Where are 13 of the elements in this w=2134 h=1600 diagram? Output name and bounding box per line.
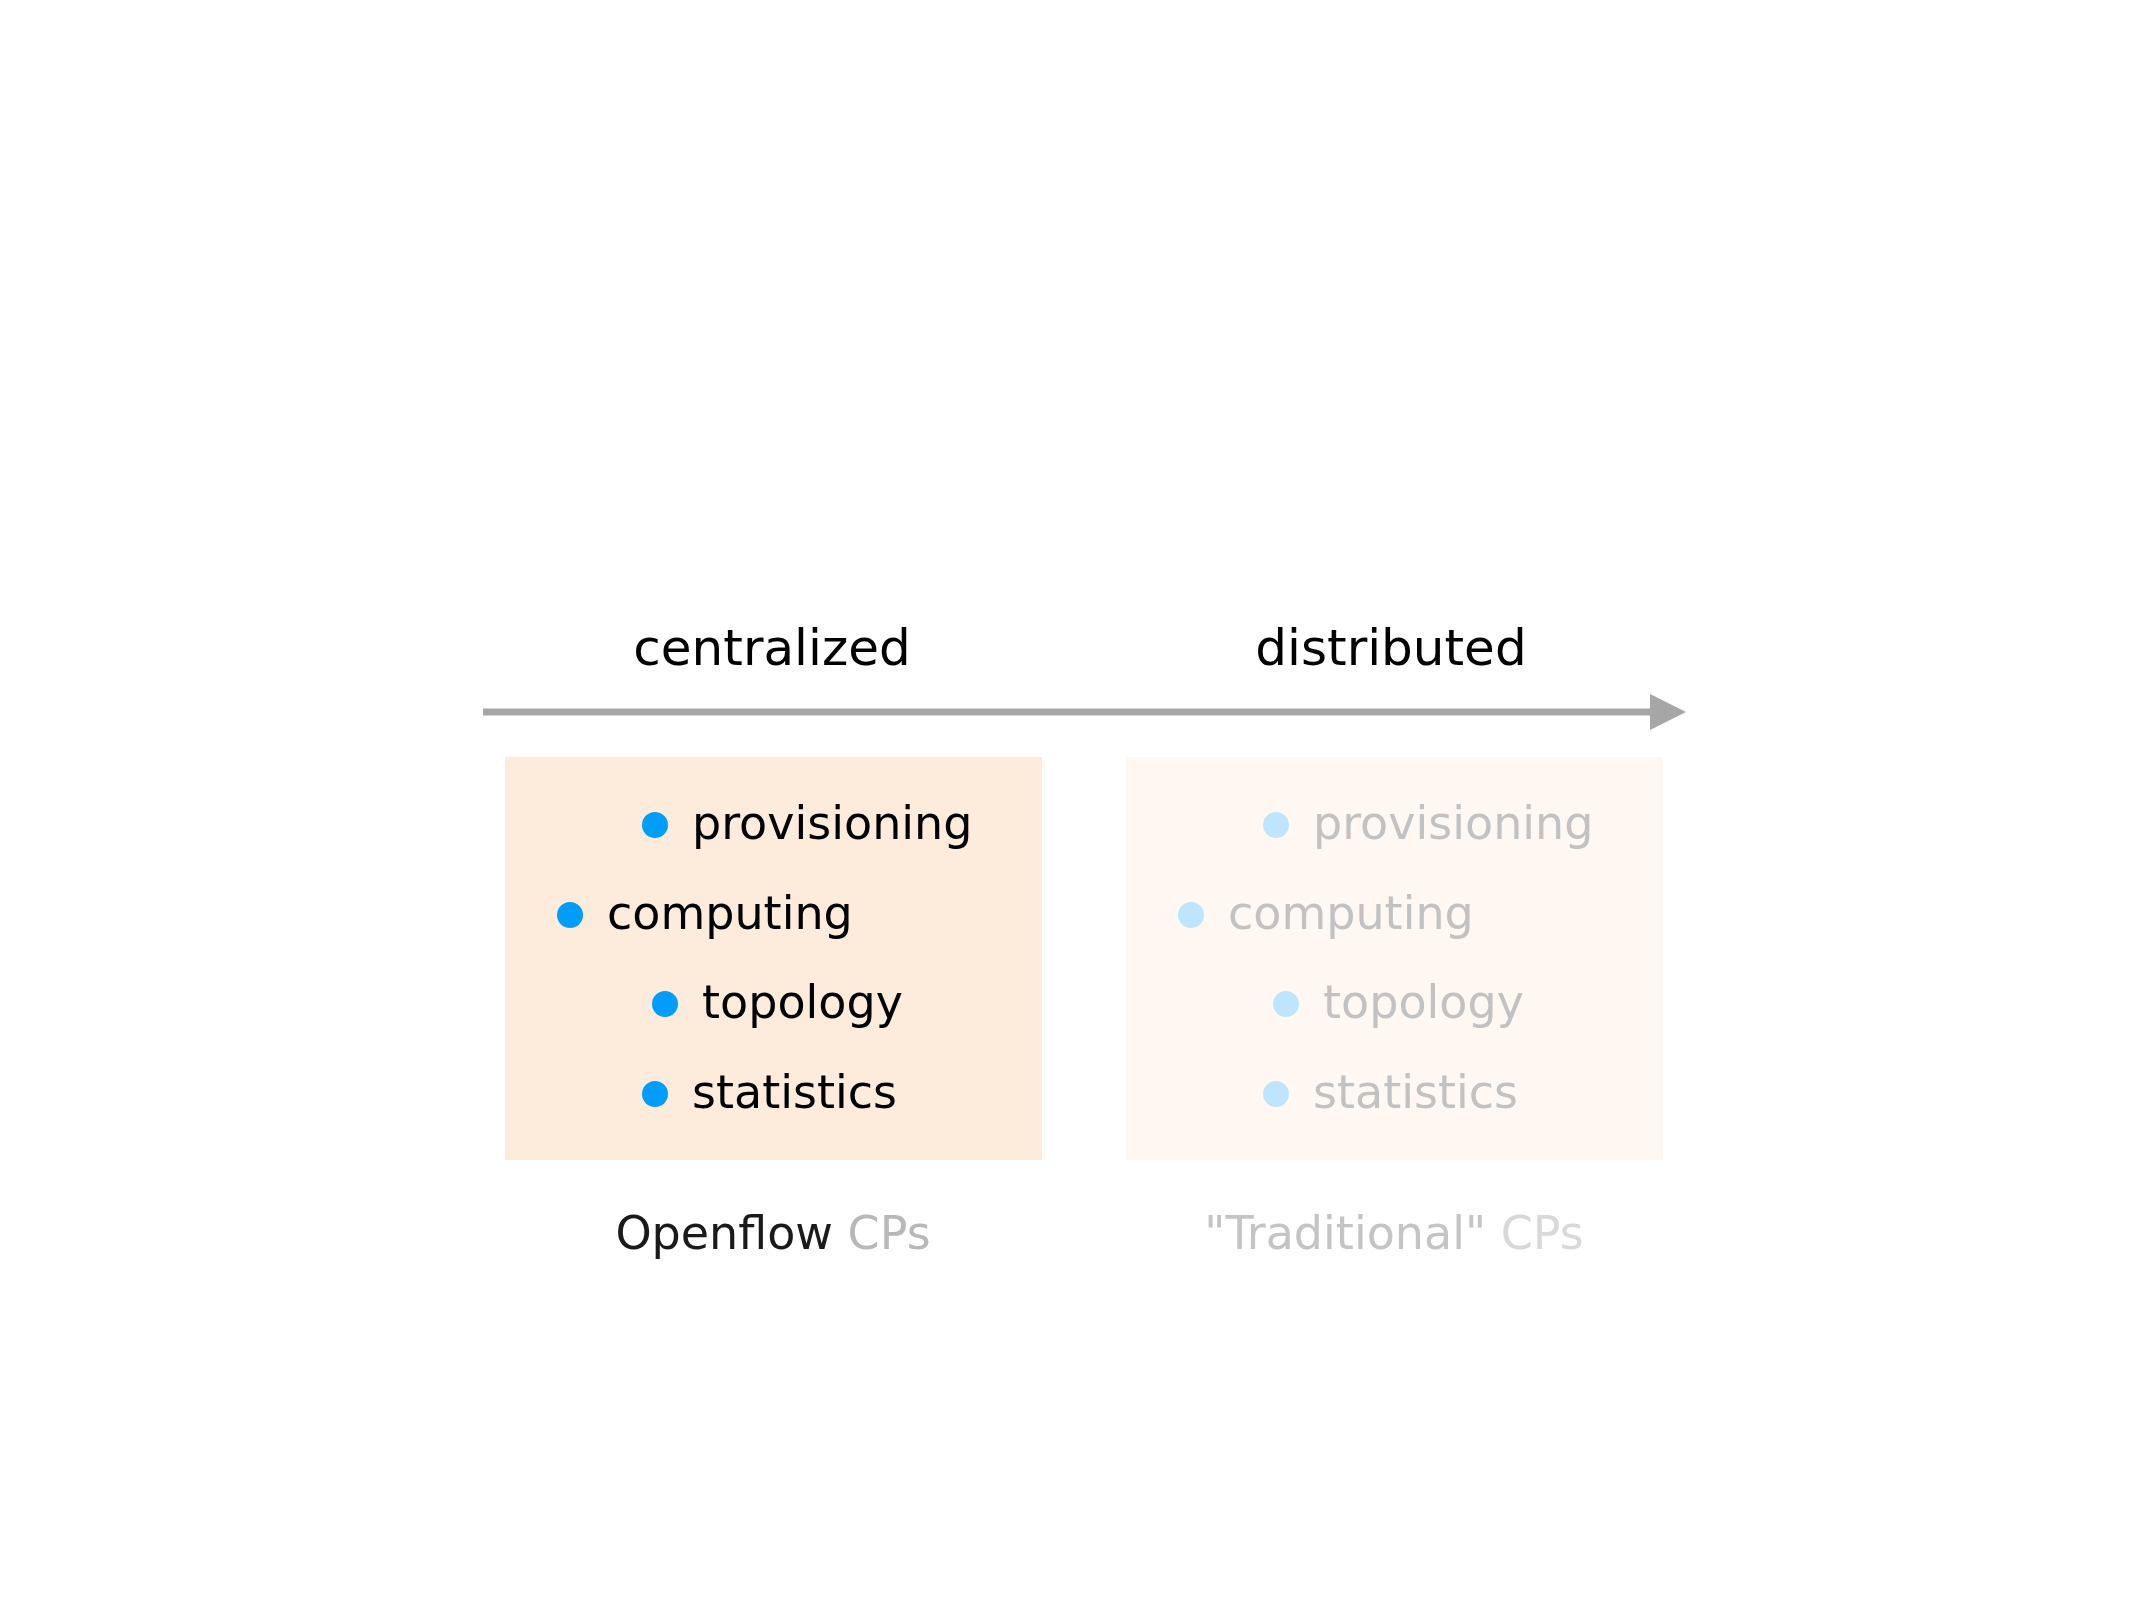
- list-item: provisioning: [692, 795, 973, 851]
- list-panel: [1126, 757, 1663, 1160]
- list-item: topology: [1323, 974, 1524, 1030]
- axis-label: centralized: [632, 618, 912, 678]
- panel-caption: Openflow CPs: [614, 1205, 932, 1261]
- list-item: provisioning: [1313, 795, 1594, 851]
- list-item: computing: [607, 885, 853, 941]
- list-item: statistics: [692, 1064, 898, 1120]
- list-item: computing: [1228, 885, 1474, 941]
- list-item: topology: [702, 974, 903, 1030]
- list-item: statistics: [1313, 1064, 1519, 1120]
- list-panel: [505, 757, 1042, 1160]
- axis-label: distributed: [1254, 618, 1528, 678]
